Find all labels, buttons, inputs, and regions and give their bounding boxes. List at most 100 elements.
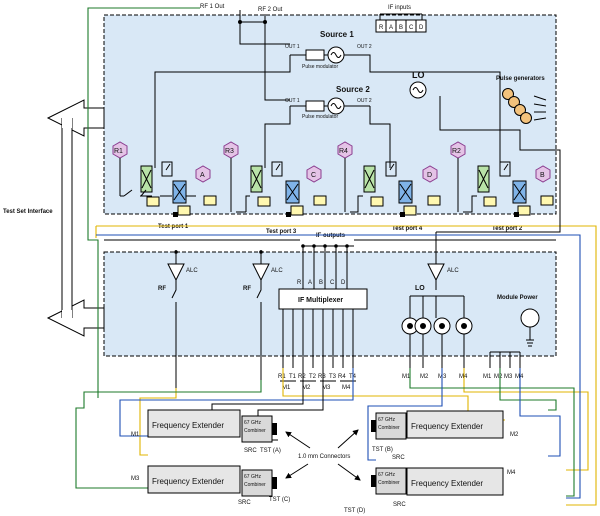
- svg-text:Frequency Extender: Frequency Extender: [411, 479, 483, 488]
- frequency-extender-m4: 67 GHz Combiner Frequency Extender M4 TS…: [344, 467, 516, 514]
- svg-text:M3: M3: [322, 385, 331, 391]
- if-multiplexer-outputs: R1 T1 R2 T2 R3 T3 R4 T4 M1 M2 M3 M4: [278, 374, 357, 391]
- svg-text:M3: M3: [504, 374, 513, 380]
- lo-label: LO: [412, 70, 425, 80]
- test-set-interface-label: Test Set Interface: [3, 209, 53, 215]
- pulse-generators-label: Pulse generators: [496, 76, 545, 82]
- wire-yellow-d: [463, 368, 589, 471]
- svg-text:R4: R4: [338, 374, 346, 380]
- receiver-r2: [450, 141, 466, 159]
- svg-text:R: R: [379, 25, 384, 31]
- svg-text:D: D: [341, 280, 346, 286]
- svg-text:R2: R2: [298, 374, 306, 380]
- svg-text:SRC: SRC: [244, 448, 257, 454]
- svg-text:R3: R3: [318, 374, 326, 380]
- receiver-r1: [112, 141, 128, 159]
- svg-text:M2: M2: [420, 374, 429, 380]
- svg-text:M2: M2: [510, 432, 519, 438]
- svg-text:M2: M2: [494, 374, 503, 380]
- svg-text:T2: T2: [309, 374, 317, 380]
- svg-text:ALC: ALC: [186, 268, 198, 274]
- rf2-alc-amplifier: ALC RF: [243, 250, 283, 380]
- svg-text:D: D: [419, 25, 424, 31]
- svg-text:LO: LO: [415, 285, 425, 292]
- svg-text:T1: T1: [289, 374, 297, 380]
- receiver-b: [535, 165, 551, 183]
- svg-text:M1: M1: [131, 432, 140, 438]
- svg-text:R3: R3: [225, 148, 234, 155]
- wire-yellow-a: [96, 225, 597, 506]
- svg-text:A: A: [308, 280, 312, 286]
- svg-text:RF: RF: [158, 286, 166, 292]
- svg-text:67 GHz: 67 GHz: [378, 472, 395, 478]
- svg-text:R1: R1: [278, 374, 286, 380]
- test-port-3-label: Test port 3: [266, 229, 297, 235]
- svg-text:Combiner: Combiner: [244, 482, 266, 488]
- source-2-out1: OUT 1: [285, 98, 300, 104]
- receiver-a: [195, 165, 211, 183]
- svg-text:TST (C): TST (C): [269, 497, 290, 503]
- if-inputs-label: IF inputs: [388, 5, 411, 11]
- wire-black-lo: [436, 96, 561, 233]
- svg-text:C: C: [311, 172, 316, 179]
- receiver-d: [422, 165, 438, 183]
- test-set-interface-arrows: [46, 99, 105, 337]
- svg-text:Frequency Extender: Frequency Extender: [152, 477, 224, 486]
- svg-text:M1: M1: [483, 374, 492, 380]
- svg-text:Frequency Extender: Frequency Extender: [152, 421, 224, 430]
- source-1-modulator-label: Pulse modulator: [302, 64, 338, 70]
- svg-text:B: B: [399, 25, 403, 31]
- frequency-extender-m1: Frequency Extender 67 GHz Combiner M1 SR…: [131, 409, 281, 454]
- source-2-out2: OUT 2: [357, 98, 372, 104]
- rf1-out-label: RF 1 Out: [200, 4, 225, 10]
- svg-text:SRC: SRC: [238, 500, 251, 506]
- svg-text:C: C: [409, 25, 414, 31]
- if-outputs-bus: R A B C D: [297, 244, 354, 289]
- svg-text:M1: M1: [282, 385, 291, 391]
- svg-text:D: D: [427, 172, 432, 179]
- svg-text:M4: M4: [507, 470, 516, 476]
- svg-text:R2: R2: [452, 148, 461, 155]
- wire-blue-b: [119, 368, 354, 437]
- if-inputs-ports: R A B C D: [375, 19, 427, 33]
- rf2-out-label: RF 2 Out: [258, 7, 283, 13]
- source-2-title: Source 2: [336, 85, 370, 94]
- port-3-receiver-chain: R3 C Test port 3: [223, 141, 327, 235]
- receiver-r4: [337, 141, 353, 159]
- receiver-r3: [223, 141, 239, 159]
- lo-distribution: ALC LO M1 M2 M3 M4: [401, 232, 473, 380]
- frequency-extender-m2: 67 GHz Combiner Frequency Extender M2 TS…: [371, 410, 519, 461]
- svg-text:M3: M3: [131, 476, 140, 482]
- pulse-generators-icon: [502, 88, 547, 124]
- svg-text:ALC: ALC: [447, 268, 459, 274]
- source-2: Source 2 OUT 1 OUT 2 Pulse modulator: [285, 85, 372, 120]
- svg-text:Module Power: Module Power: [497, 295, 538, 301]
- test-port-2-label: Test port 2: [492, 226, 523, 232]
- port-2-receiver-chain: R2 B Test port 2: [450, 141, 554, 232]
- wire-green-b: [75, 380, 262, 489]
- svg-text:Combiner: Combiner: [244, 428, 266, 434]
- svg-text:SRC: SRC: [392, 455, 405, 461]
- svg-text:TST (A): TST (A): [260, 448, 281, 454]
- port-1-receiver-chain: R1 A Test port 1: [112, 141, 217, 230]
- svg-text:A: A: [200, 172, 205, 179]
- svg-text:Combiner: Combiner: [378, 480, 400, 486]
- wire-green-c: [409, 368, 575, 497]
- svg-text:SRC: SRC: [393, 502, 406, 508]
- svg-text:T3: T3: [329, 374, 337, 380]
- connectors-label: 1.0 mm Connectors: [298, 454, 350, 460]
- source-1: Source 1 OUT 1 OUT 2 Pulse modulator: [285, 30, 372, 70]
- svg-text:R4: R4: [339, 148, 348, 155]
- svg-text:ALC: ALC: [271, 268, 283, 274]
- test-port-4-label: Test port 4: [392, 226, 423, 232]
- wire-blue-d: [519, 368, 561, 457]
- wire-green-d: [499, 368, 557, 411]
- port-4-receiver-chain: R4 D Test port 4: [337, 141, 441, 232]
- if-outputs-label: IF outputs: [316, 233, 346, 239]
- svg-text:67 GHz: 67 GHz: [244, 420, 261, 426]
- svg-text:M4: M4: [342, 385, 351, 391]
- svg-text:A: A: [389, 25, 393, 31]
- receiver-c: [306, 165, 322, 183]
- wire-blue-c: [367, 368, 443, 461]
- svg-text:Combiner: Combiner: [378, 425, 400, 431]
